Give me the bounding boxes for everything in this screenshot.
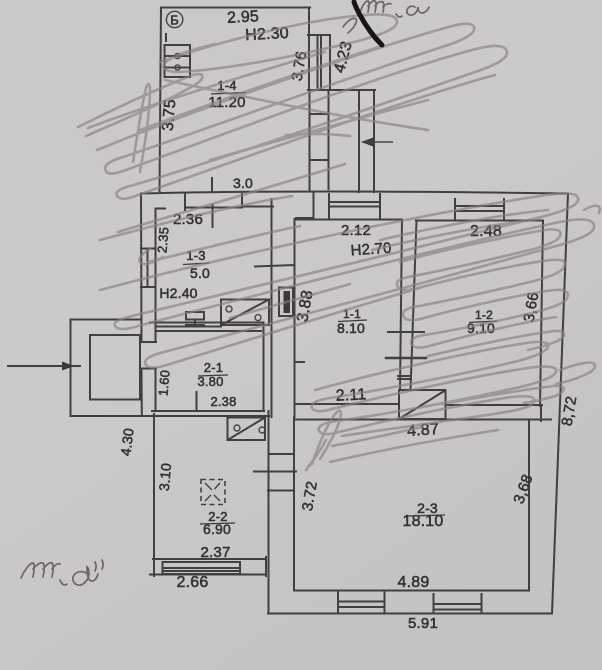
svg-text:8,72: 8,72 — [559, 395, 581, 427]
svg-text:3.10: 3.10 — [156, 462, 174, 491]
svg-text:2.37: 2.37 — [201, 544, 231, 561]
svg-text:5.91: 5.91 — [408, 615, 438, 632]
svg-text:6.90: 6.90 — [203, 521, 231, 537]
svg-text:3.0: 3.0 — [233, 175, 253, 191]
svg-text:3.72: 3.72 — [299, 480, 321, 512]
svg-text:1-2: 1-2 — [475, 308, 493, 322]
svg-text:2-3: 2-3 — [417, 500, 438, 516]
svg-text:Б: Б — [170, 13, 179, 28]
svg-text:4.89: 4.89 — [398, 574, 430, 591]
svg-text:1.60: 1.60 — [155, 369, 172, 396]
svg-text:3.75: 3.75 — [160, 98, 180, 131]
svg-text:2.35: 2.35 — [154, 226, 171, 253]
svg-text:2-1: 2-1 — [204, 360, 223, 375]
svg-text:4.30: 4.30 — [117, 427, 136, 457]
svg-text:5.0: 5.0 — [190, 265, 210, 281]
svg-text:18.10: 18.10 — [402, 513, 443, 530]
svg-text:H2.40: H2.40 — [159, 285, 197, 301]
svg-text:2.66: 2.66 — [177, 574, 209, 591]
svg-text:3.80: 3.80 — [197, 374, 223, 389]
svg-text:8.10: 8.10 — [337, 320, 365, 336]
svg-text:1-4: 1-4 — [217, 78, 236, 93]
svg-text:2-2: 2-2 — [208, 509, 227, 524]
svg-text:2.95: 2.95 — [227, 8, 260, 27]
svg-text:2.38: 2.38 — [210, 394, 236, 409]
